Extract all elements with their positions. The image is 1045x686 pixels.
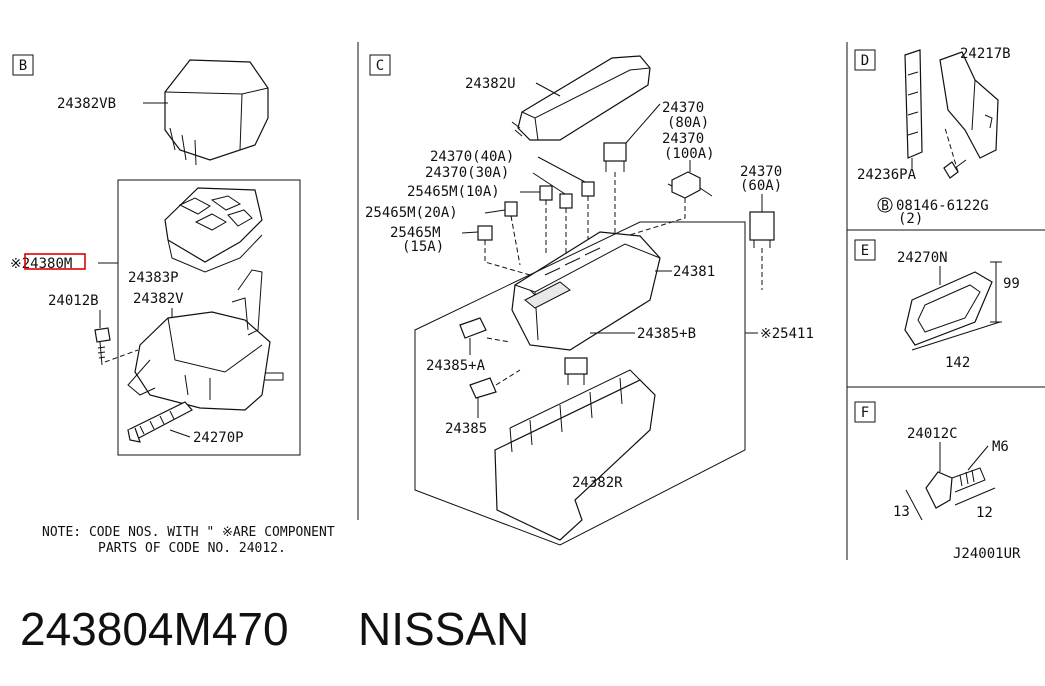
label-24382r: 24382R <box>572 475 623 491</box>
grommet-24270n-drawing <box>904 271 993 346</box>
svg-text:B: B <box>19 58 27 74</box>
label-60a: (60A) <box>740 178 782 194</box>
label-24370-c: 24370 <box>740 164 782 180</box>
label-15a: (15A) <box>402 239 444 255</box>
label-25465m: 25465M <box>390 225 441 241</box>
section-b-tag: B <box>12 54 34 76</box>
label-25465m-20a: 25465M(20A) <box>365 205 458 221</box>
frame-25411 <box>414 221 746 546</box>
label-24381: 24381 <box>673 264 715 280</box>
lower-case-24382r-drawing <box>494 369 656 541</box>
bracket-24236pa-drawing <box>904 49 923 159</box>
fuse-block-24381-drawing <box>511 231 661 351</box>
label-08146: 08146-6122G <box>896 198 989 214</box>
bracket-24217b-drawing <box>939 51 999 159</box>
section-c-tag: C <box>369 54 391 76</box>
label-24385a: 24385+A <box>426 358 486 374</box>
housing-24382v-drawing <box>127 269 284 411</box>
label-24385b: 24385+B <box>637 326 696 342</box>
label-24217b: 24217B <box>960 46 1011 62</box>
svg-text:C: C <box>376 58 384 74</box>
label-25465m-10a: 25465M(10A) <box>407 184 500 200</box>
connector-24385a-drawing <box>459 317 487 339</box>
label-24382u: 24382U <box>465 76 516 92</box>
footer-part-number: 243804M470 <box>20 603 289 655</box>
label-25411: ※25411 <box>760 326 814 342</box>
label-24383p: 24383P <box>128 270 179 286</box>
label-24370-30a: 24370(30A) <box>425 165 509 181</box>
label-24370-a: 24370 <box>662 100 704 116</box>
cover-24382vb-drawing <box>164 59 269 166</box>
relay-block-24383p-drawing <box>164 187 263 273</box>
clip-24270p-drawing <box>127 401 193 443</box>
fuse-small-set-drawing <box>477 181 595 241</box>
dimension-99: 99 <box>1003 276 1020 292</box>
section-e-tag: E <box>854 239 876 261</box>
footer-brand: NISSAN <box>358 603 529 655</box>
svg-text:F: F <box>861 405 869 421</box>
label-24382v: 24382V <box>133 291 184 307</box>
note-line-1: NOTE: CODE NOS. WITH " ※ARE COMPONENT <box>42 525 335 540</box>
assembly-frame-b <box>117 179 301 456</box>
label-24012c: 24012C <box>907 426 958 442</box>
fuse-24370-60a-drawing <box>749 211 775 248</box>
bolt-symbol-b: B <box>877 197 893 214</box>
label-24012b: 24012B <box>48 293 99 309</box>
label-24270p: 24270P <box>193 430 244 446</box>
label-24385: 24385 <box>445 421 487 437</box>
dimension-12: 12 <box>976 505 993 521</box>
svg-text:E: E <box>861 243 869 259</box>
bolt-24012b-drawing <box>94 327 111 366</box>
dimension-m6: M6 <box>992 439 1009 455</box>
label-24370-b: 24370 <box>662 131 704 147</box>
label-100a: (100A) <box>664 146 715 162</box>
label-08146-qty: (2) <box>898 211 923 227</box>
label-24370-40a: 24370(40A) <box>430 149 514 165</box>
note-line-2: PARTS OF CODE NO. 24012. <box>98 541 286 556</box>
section-f-tag: F <box>854 401 876 423</box>
cover-24382u-drawing <box>511 55 651 141</box>
dimension-142: 142 <box>945 355 970 371</box>
svg-text:D: D <box>861 53 869 69</box>
label-80a: (80A) <box>667 115 709 131</box>
label-24270n: 24270N <box>897 250 948 266</box>
section-d-tag: D <box>854 49 876 71</box>
highlight-24380m <box>24 253 86 270</box>
connector-24385b-drawing <box>564 357 588 385</box>
bolt-24012c-drawing <box>925 467 986 509</box>
label-24382vb: 24382VB <box>57 96 116 112</box>
fuse-24370-80a-drawing <box>603 142 627 172</box>
dimension-13: 13 <box>893 504 910 520</box>
svg-text:B: B <box>881 199 889 214</box>
fuse-24370-100a-drawing <box>667 171 713 199</box>
label-24236pa: 24236PA <box>857 167 917 183</box>
connector-24385-drawing <box>469 377 497 399</box>
diagram-code: J24001UR <box>953 546 1021 562</box>
